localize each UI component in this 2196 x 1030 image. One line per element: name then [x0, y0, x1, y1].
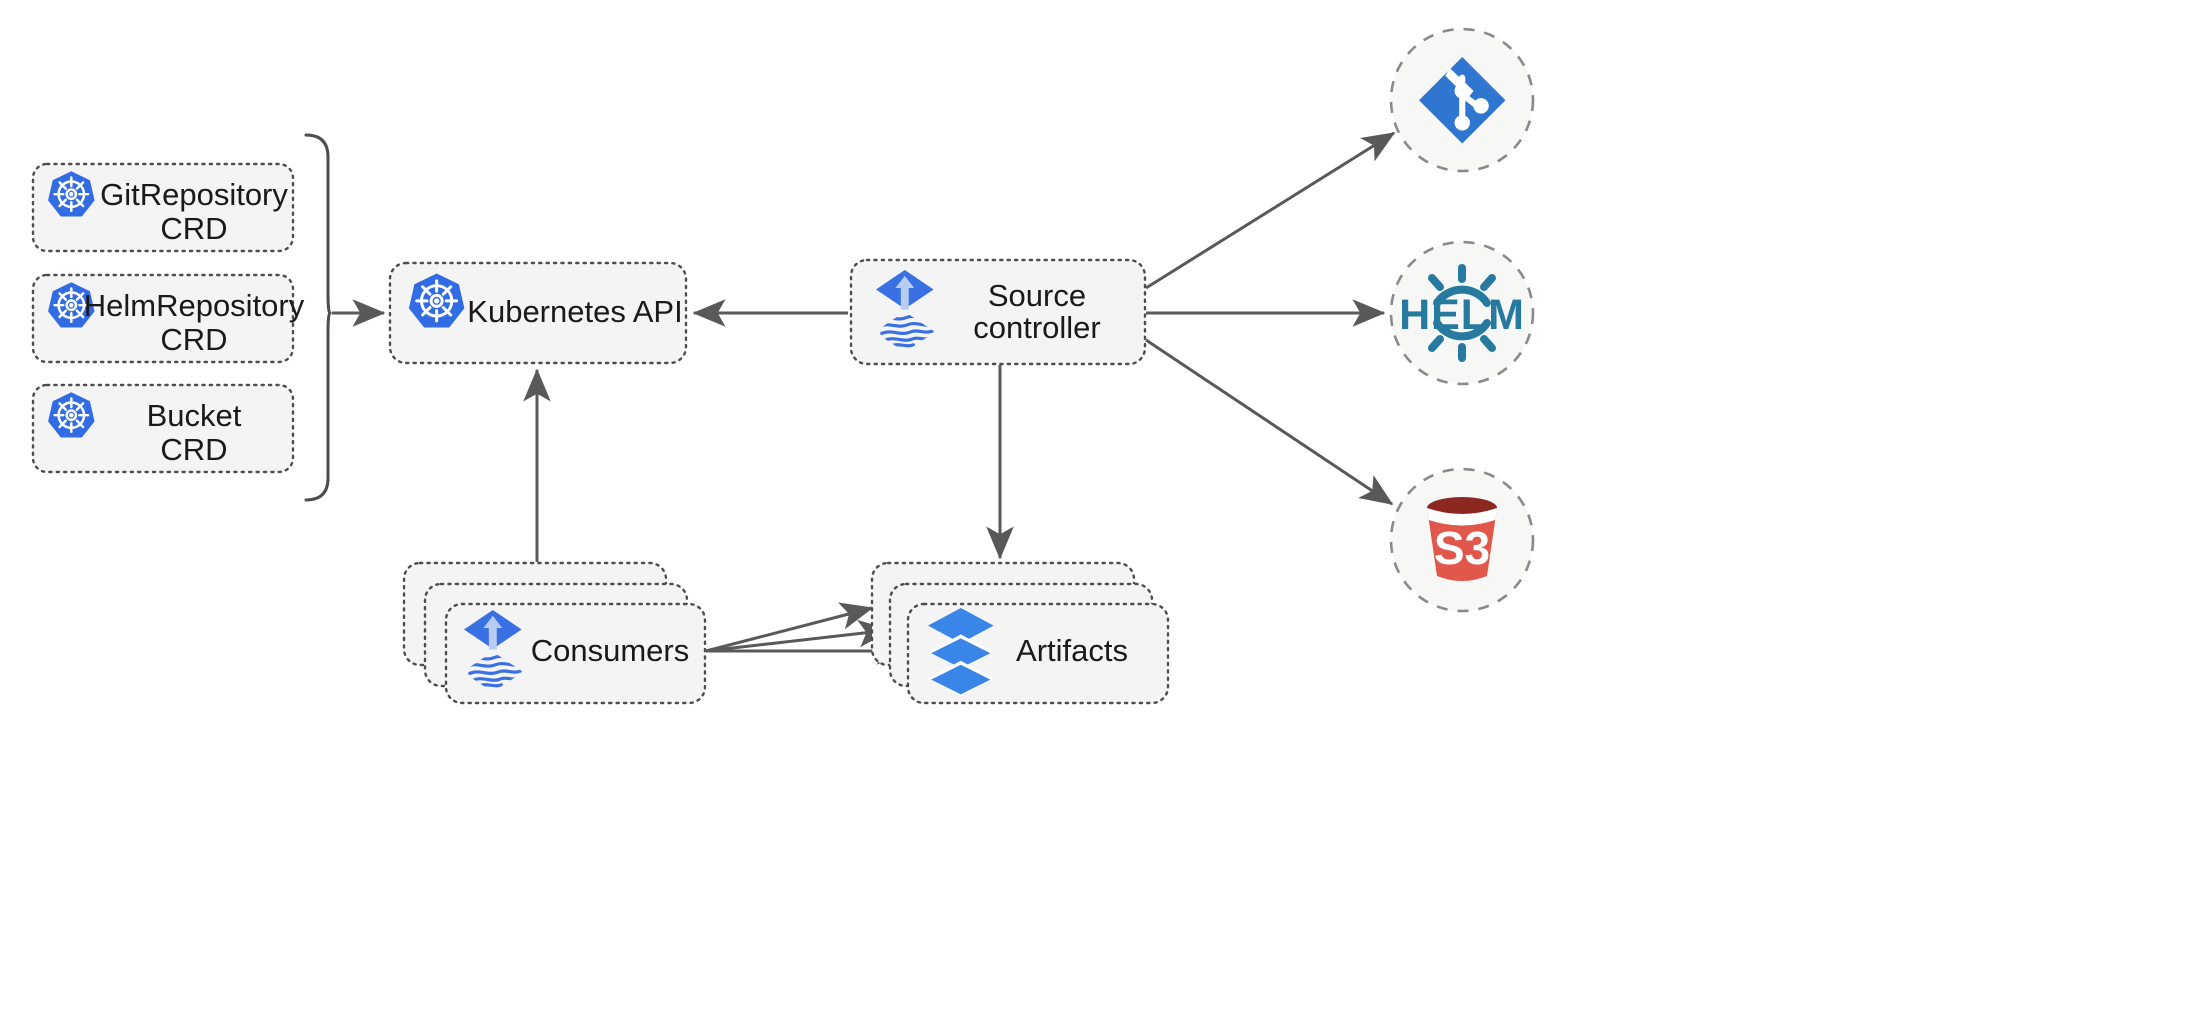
- helm-label: HELM: [1399, 291, 1525, 339]
- node-artifacts[interactable]: Artifacts: [870, 561, 1170, 705]
- crd-label-line2: CRD: [160, 211, 227, 246]
- s3-label: S3: [1434, 522, 1490, 574]
- crd-label-line1: Bucket: [147, 398, 242, 433]
- node-source-helm[interactable]: HELM: [1389, 240, 1535, 386]
- node-source-s3[interactable]: S3: [1389, 467, 1535, 613]
- crd-box-helmrepository[interactable]: HelmRepository CRD: [31, 273, 305, 364]
- edge-consumers-to-artifacts-middle: [705, 619, 892, 653]
- edge-source-controller-to-git: [1145, 131, 1396, 290]
- crd-label-line2: CRD: [160, 322, 227, 357]
- node-source-git[interactable]: [1389, 27, 1535, 173]
- crd-label-line1: HelmRepository: [84, 288, 305, 323]
- source-controller-label-line1: Source: [988, 278, 1086, 313]
- layers-icon: [928, 608, 994, 696]
- crd-label-line2: CRD: [160, 432, 227, 467]
- node-consumers[interactable]: Consumers: [402, 561, 707, 705]
- kubernetes-api-label: Kubernetes API: [467, 294, 682, 329]
- consumers-label: Consumers: [531, 633, 690, 668]
- crd-group: GitRepository CRD HelmRepository CRD Buc…: [31, 133, 332, 502]
- artifacts-label: Artifacts: [1016, 633, 1128, 668]
- crd-box-bucket[interactable]: Bucket CRD: [31, 383, 295, 474]
- source-controller-label-line2: controller: [973, 310, 1101, 345]
- node-source-controller[interactable]: Source controller: [849, 258, 1147, 366]
- crd-label-line1: GitRepository: [100, 177, 288, 212]
- crd-bracket: [304, 133, 332, 502]
- edge-consumers-to-artifacts-back: [705, 602, 874, 653]
- node-kubernetes-api[interactable]: Kubernetes API: [388, 261, 688, 365]
- crd-box-gitrepository[interactable]: GitRepository CRD: [31, 162, 295, 253]
- edge-source-controller-to-s3: [1145, 338, 1394, 506]
